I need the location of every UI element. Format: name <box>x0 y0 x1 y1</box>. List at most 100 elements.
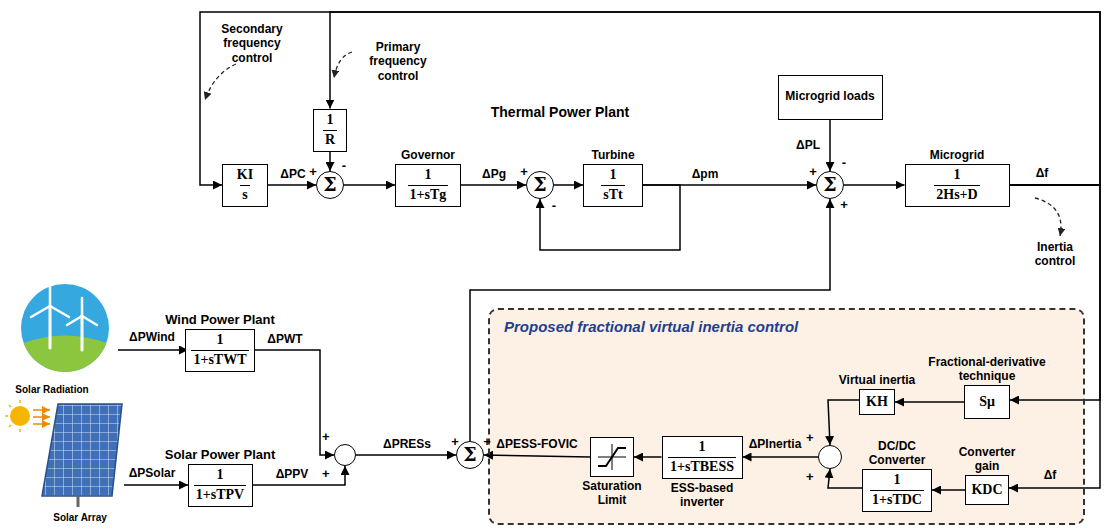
control-note: Inertia control <box>1020 240 1090 269</box>
block-label: ESS-based inverter <box>662 481 742 509</box>
transfer-term: s <box>240 185 249 203</box>
signal-arrow <box>330 12 1100 185</box>
icon-caption: Solar Radiation <box>15 384 88 396</box>
inverter-block: 11+sTBESSESS-based inverter <box>662 436 743 479</box>
sign-mark: + <box>451 434 459 450</box>
block-text: KDC <box>971 482 1002 498</box>
sign-mark: - <box>842 155 846 171</box>
signal-arrow <box>253 466 346 485</box>
transfer-term: R <box>323 130 337 148</box>
signal-name: ΔPWind <box>129 330 175 344</box>
microgrid-block: 12Hs+DMicrogrid <box>905 164 1010 207</box>
sign-mark: - <box>552 198 556 214</box>
block-label: Converter gain <box>952 445 1022 473</box>
summing-junction: Σ <box>816 171 844 199</box>
sign-mark: + <box>840 197 848 213</box>
signal-name: ΔPInertia <box>747 437 804 451</box>
sign-mark: + <box>322 466 330 481</box>
transfer-term: 1+sTWT <box>191 350 248 368</box>
sign-mark: + <box>483 434 491 450</box>
sign-mark: - <box>342 158 346 174</box>
signal-name: ΔPRESs <box>381 437 433 451</box>
transfer-term: 1 <box>696 439 707 456</box>
signal-arrow <box>1009 185 1100 488</box>
signal-arrow <box>540 185 680 250</box>
block-label: Governor <box>401 148 455 162</box>
transfer-term: 1 <box>891 472 902 489</box>
gain-block: KDCConverter gain <box>965 475 1009 505</box>
transfer-term: 2Hs+D <box>934 185 979 203</box>
signal-arrow <box>461 184 526 186</box>
transfer-term: 1 <box>325 112 336 129</box>
signal-arrow <box>255 350 334 455</box>
control-note: Primary frequency control <box>353 40 443 83</box>
signal-arrow <box>634 456 662 458</box>
signal-name: Δf <box>1036 166 1049 180</box>
section-title: Thermal Power Plant <box>491 104 629 121</box>
signal-arrow <box>895 401 964 403</box>
signal-arrow <box>268 184 316 186</box>
block-text: Σ <box>533 174 546 196</box>
transfer-term: 1 <box>607 167 618 184</box>
signal-name: Δf <box>1044 468 1057 482</box>
signal-name: Δpm <box>690 167 721 181</box>
region-fill <box>489 309 1084 524</box>
turbine-block: 1sTtTurbine <box>583 164 643 207</box>
callout-arrow <box>205 64 236 100</box>
signal-arrow <box>344 184 395 186</box>
signal-arrow <box>470 199 830 441</box>
signal-name: ΔPESS-FOVIC <box>494 437 579 451</box>
control-region: Proposed fractional virtual inertia cont… <box>488 308 1085 525</box>
signal-name: ΔPPV <box>274 467 311 481</box>
signal-name: ΔPL <box>794 138 822 152</box>
transfer-term: KI <box>235 167 255 184</box>
signal-name: ΔPSolar <box>129 466 176 480</box>
block-text: KH <box>866 394 888 410</box>
signal-arrow <box>829 120 831 172</box>
sign-mark: + <box>520 164 528 180</box>
wind-turbine-icon <box>21 284 109 372</box>
block-text: Σ <box>463 444 476 466</box>
signal-arrow <box>200 12 1100 185</box>
control-note: Secondary frequency control <box>214 22 290 65</box>
block-label: Virtual inertia <box>839 373 915 387</box>
transfer-term: 1+sTBESS <box>668 457 736 475</box>
signal-arrow <box>828 400 859 445</box>
transfer-term: 1+sTDC <box>870 490 924 508</box>
signal-arrow <box>932 489 965 491</box>
transfer-term: 1 <box>214 332 225 349</box>
summing-junction: Σ <box>526 171 554 199</box>
signal-arrow <box>329 152 331 172</box>
signal-arrow <box>356 454 456 456</box>
callout-arrow <box>1035 198 1061 236</box>
derivative-block: SμFractional-derivative technique <box>964 385 1010 419</box>
gain-block: KHVirtual inertia <box>859 389 895 415</box>
block-text: Σ <box>823 174 836 196</box>
adder-circle: ++ <box>334 444 356 466</box>
governor-block: 11+sTgGovernor <box>395 164 461 207</box>
droop-block: 1R <box>313 109 347 152</box>
signal-name: ΔPC <box>278 167 307 181</box>
block-label: Turbine <box>591 148 634 162</box>
block-label: DC/DC Converter <box>862 439 932 467</box>
load-block: Microgrid loads <box>778 75 883 120</box>
converter-block: 11+sTDCDC/DC Converter <box>862 469 932 512</box>
transfer-term: 1 <box>952 167 963 184</box>
block-label: Fractional-derivative technique <box>927 355 1047 383</box>
block-label: Microgrid <box>930 148 985 162</box>
solar-array-icon <box>5 400 122 507</box>
integrator-block: KIs <box>222 164 268 207</box>
transfer-term: 1+sTPV <box>194 485 246 503</box>
block-label: Saturation Limit <box>577 479 647 507</box>
signal-arrow <box>844 184 905 186</box>
callout-arrow <box>334 52 352 78</box>
transfer-term: 1 <box>422 167 433 184</box>
transfer-term: sTt <box>601 185 624 203</box>
solar-block: 11+sTPVSolar Power Plant <box>188 464 253 507</box>
wind-block: 11+sTWTWind Power Plant <box>185 329 255 372</box>
signal-arrow <box>743 456 819 458</box>
transfer-term: 1+sTg <box>408 185 449 203</box>
signal-name: ΔPg <box>480 167 508 181</box>
signal-arrow <box>554 184 583 186</box>
